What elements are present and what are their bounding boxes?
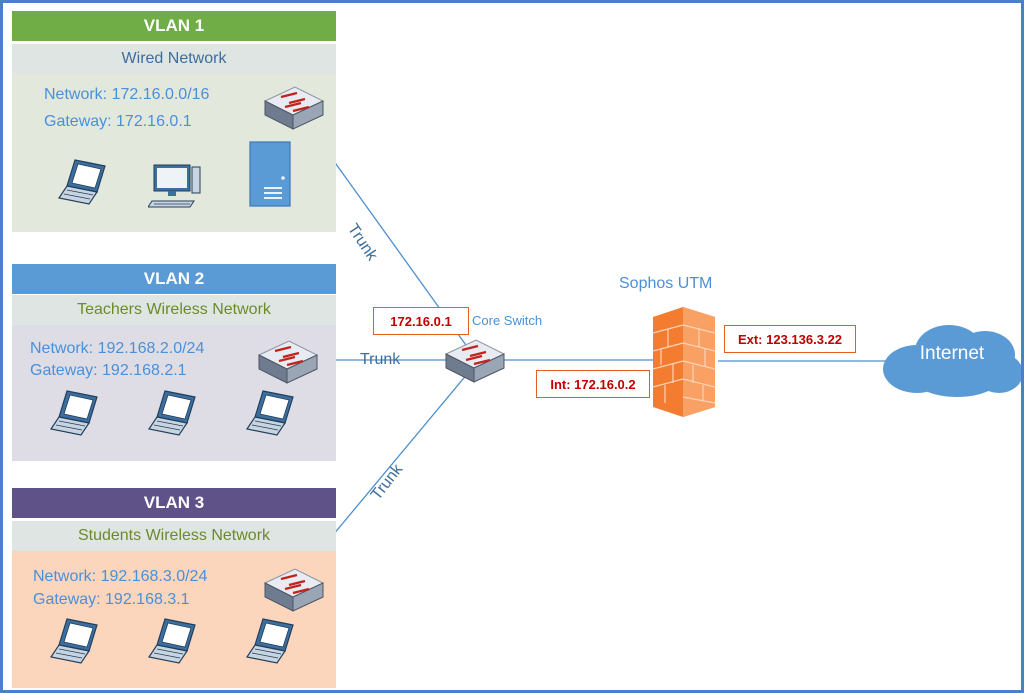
vlan2-laptop-icon-1 xyxy=(50,390,98,436)
vlan3-network: Network: 192.168.3.0/24 xyxy=(33,568,208,585)
core-switch-label: Core Switch xyxy=(472,313,543,328)
internet-cloud-icon xyxy=(883,325,1021,397)
trunk-label-vlan2: Trunk xyxy=(360,351,401,368)
vlan3-header-label: VLAN 3 xyxy=(143,493,205,512)
vlan3-panel xyxy=(12,551,336,688)
vlan1-header: VLAN 1 xyxy=(12,11,336,41)
vlan3-header: VLAN 3 xyxy=(12,488,336,518)
vlan3-subtitle: Students Wireless Network xyxy=(12,521,336,551)
vlan2-gateway: Gateway: 192.168.2.1 xyxy=(30,362,187,379)
vlan1-subtitle-label: Wired Network xyxy=(121,50,227,67)
vlan3-subtitle-label: Students Wireless Network xyxy=(77,527,271,544)
vlan2-switch-icon xyxy=(257,340,319,384)
firewall-label: Sophos UTM xyxy=(619,275,713,292)
vlan1-server-icon xyxy=(249,141,291,207)
vlan1-switch-icon xyxy=(263,86,325,130)
vlan2-network: Network: 192.168.2.0/24 xyxy=(30,340,205,357)
vlan2-laptop-icon-3 xyxy=(246,390,294,436)
core-switch-ip: 172.16.0.1 xyxy=(373,307,469,335)
vlan3-laptop-icon-1 xyxy=(50,618,98,664)
firewall-icon xyxy=(652,307,716,417)
vlan1-desktop-icon xyxy=(148,164,201,208)
vlan1-network: Network: 172.16.0.0/16 xyxy=(44,86,210,103)
firewall-int-ip: Int: 172.16.0.2 xyxy=(536,370,650,398)
core-switch-icon xyxy=(444,339,506,383)
vlan3-switch-icon xyxy=(263,568,325,612)
vlan1-gateway: Gateway: 172.16.0.1 xyxy=(44,113,192,130)
vlan1-header-label: VLAN 1 xyxy=(143,16,205,35)
vlan2-header: VLAN 2 xyxy=(12,264,336,294)
vlan2-header-label: VLAN 2 xyxy=(143,269,205,288)
vlan2-laptop-icon-2 xyxy=(148,390,196,436)
vlan3-laptop-icon-3 xyxy=(246,618,294,664)
vlan2-subtitle: Teachers Wireless Network xyxy=(12,295,336,325)
vlan1-laptop-icon xyxy=(58,159,106,205)
internet-label: Internet xyxy=(919,343,985,364)
vlan2-subtitle-label: Teachers Wireless Network xyxy=(77,301,271,318)
firewall-ext-ip: Ext: 123.136.3.22 xyxy=(724,325,856,353)
vlan3-laptop-icon-2 xyxy=(148,618,196,664)
vlan1-subtitle: Wired Network xyxy=(12,44,336,74)
vlan3-gateway: Gateway: 192.168.3.1 xyxy=(33,591,190,608)
